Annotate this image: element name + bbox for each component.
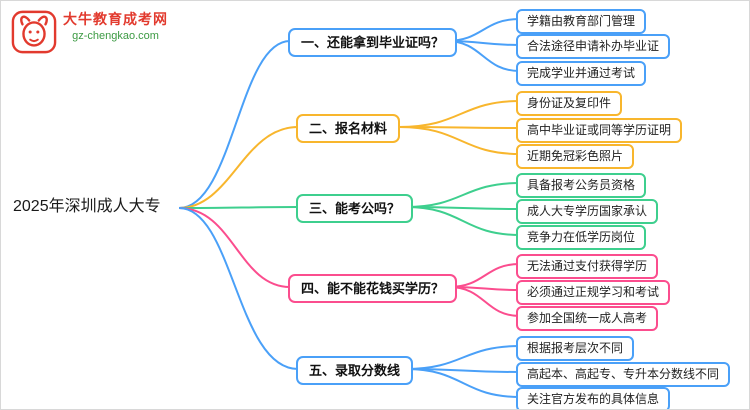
edge-branch3-leaf3: [405, 206, 521, 236]
edge-branch4-leaf3: [448, 286, 521, 317]
leaf-node-5-3: 关注官方发布的具体信息: [516, 387, 671, 409]
logo-domain-text: gz-chengkao.com: [72, 30, 159, 42]
leaf-node-3-2: 成人大专学历国家承认: [516, 199, 659, 224]
leaf-node-2-1: 身份证及复印件: [516, 91, 623, 116]
leaf-node-2-3: 近期免冠彩色照片: [516, 144, 635, 169]
bull-logo-icon: [11, 9, 57, 60]
central-topic: 2025年深圳成人大专: [13, 198, 161, 215]
edge-branch2-leaf1: [398, 100, 521, 128]
edge-central-branch-5: [178, 207, 299, 370]
edge-central-branch-2: [178, 126, 299, 209]
edge-branch5-leaf3: [405, 368, 521, 398]
leaf-node-3-1: 具备报考公务员资格: [516, 173, 647, 198]
leaf-node-2-2: 高中毕业证或同等学历证明: [516, 118, 683, 143]
branch-node-2: 二、报名材料: [296, 114, 401, 143]
branch-node-3: 三、能考公吗？: [296, 194, 414, 223]
branch-node-1: 一、还能拿到毕业证吗？: [288, 28, 458, 57]
edge-branch2-leaf3: [398, 126, 521, 155]
leaf-node-1-1: 学籍由教育部门管理: [516, 9, 647, 34]
leaf-node-3-3: 竞争力在低学历岗位: [516, 225, 647, 250]
edge-branch4-leaf1: [448, 263, 521, 288]
edge-central-branch-4: [178, 207, 291, 288]
leaf-node-4-3: 参加全国统一成人高考: [516, 306, 659, 331]
edge-central-branch-1: [178, 40, 291, 209]
edge-branch3-leaf1: [405, 182, 521, 208]
edge-central-branch-3: [178, 206, 299, 209]
branch-node-5: 五、录取分数线: [296, 356, 414, 385]
leaf-node-4-2: 必须通过正规学习和考试: [516, 280, 671, 305]
leaf-node-1-2: 合法途径申请补办毕业证: [516, 34, 671, 59]
leaf-node-1-3: 完成学业并通过考试: [516, 61, 647, 86]
edge-branch1-leaf1: [445, 18, 521, 42]
edge-branch5-leaf1: [405, 345, 521, 370]
leaf-node-5-2: 高起本、高起专、专升本分数线不同: [516, 362, 731, 387]
logo-brand-text: 大牛教育成考网: [63, 11, 168, 27]
leaf-node-5-1: 根据报考层次不同: [516, 336, 635, 361]
leaf-node-4-1: 无法通过支付获得学历: [516, 254, 659, 279]
branch-node-4: 四、能不能花钱买学历？: [288, 274, 458, 303]
site-logo: 大牛教育成考网 gz-chengkao.com: [11, 9, 168, 60]
